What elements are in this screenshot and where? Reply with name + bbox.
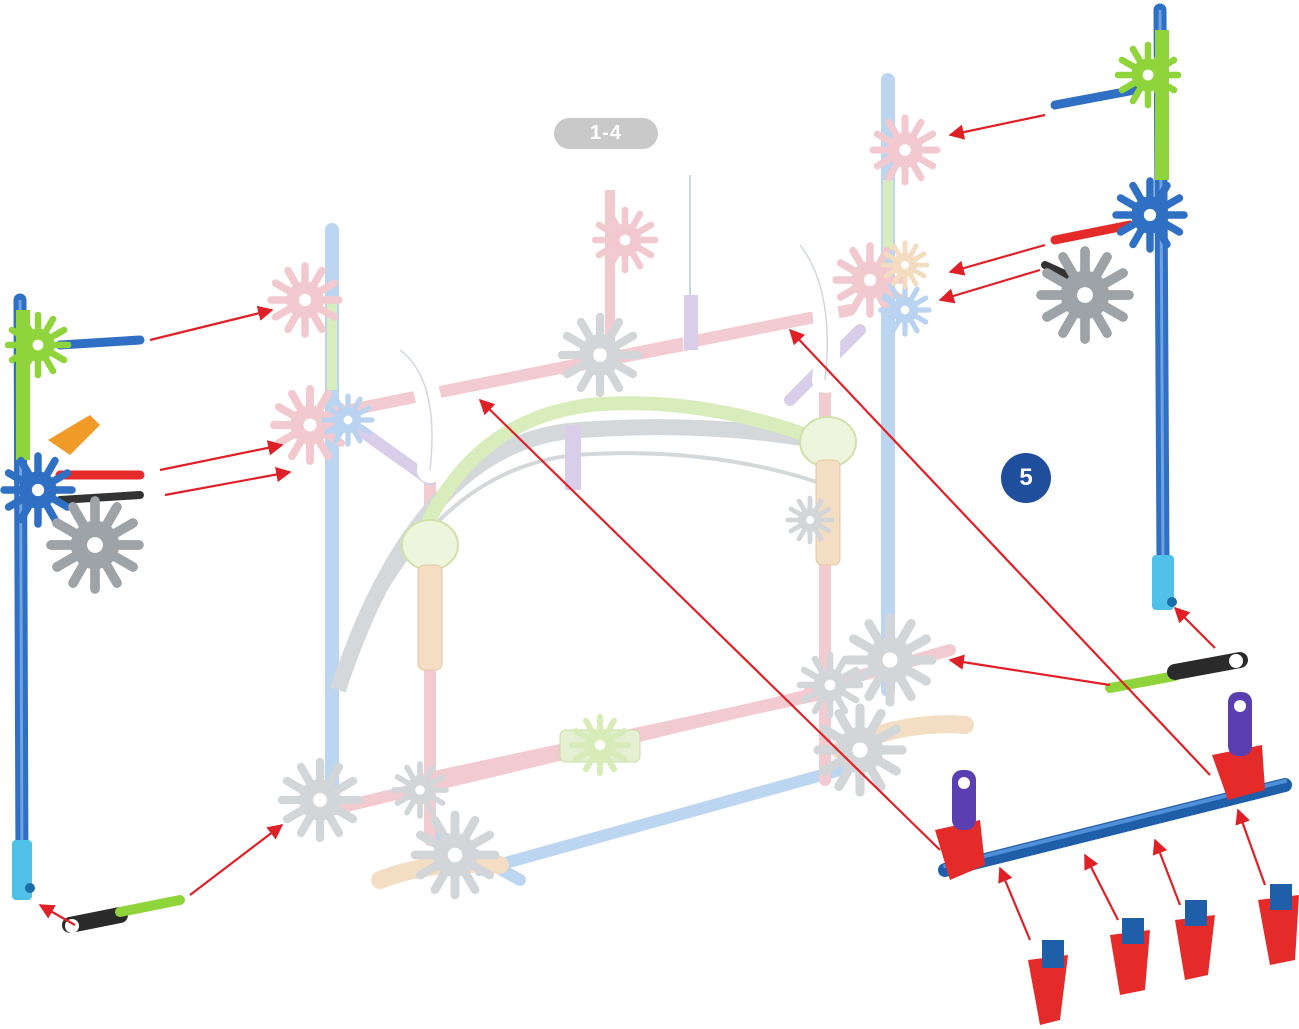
assembly-arrow bbox=[149, 305, 274, 342]
assembly-arrow bbox=[159, 440, 284, 472]
ghost-connector bbox=[591, 206, 659, 274]
assembly-arrow bbox=[1152, 838, 1182, 906]
ghost-connector bbox=[267, 262, 343, 338]
step-range-badge: 1-4 bbox=[554, 118, 658, 149]
assembly-arrow bbox=[164, 466, 292, 497]
ghost-connector bbox=[832, 242, 908, 318]
ghost-connector bbox=[796, 651, 864, 719]
ghost-connector bbox=[277, 757, 363, 843]
assembly-arrow bbox=[948, 243, 1046, 276]
ghost-connector bbox=[557, 312, 643, 398]
ghost-connector bbox=[843, 613, 937, 707]
connector bbox=[880, 240, 930, 290]
ghost-connector bbox=[270, 385, 350, 465]
assembly-arrow bbox=[938, 268, 1041, 304]
step-number-badge: 5 bbox=[1001, 453, 1051, 503]
assembly-arrow bbox=[948, 113, 1046, 140]
connector bbox=[1036, 246, 1134, 344]
new-connectors bbox=[0, 41, 1188, 594]
loose-pins bbox=[62, 652, 1248, 933]
ghost-connector bbox=[869, 114, 941, 186]
ghost-connector bbox=[391, 761, 449, 819]
assembly-arrow bbox=[1084, 853, 1119, 921]
left-side-new-parts bbox=[12, 293, 145, 900]
assembly-arrows bbox=[38, 113, 1267, 941]
connector bbox=[1114, 41, 1182, 109]
assembly-arrow bbox=[1235, 808, 1267, 886]
blue-rod-with-clips bbox=[935, 692, 1292, 880]
ghost-connector bbox=[785, 495, 835, 545]
ghost-connector bbox=[568, 713, 632, 777]
assembly-arrow bbox=[189, 824, 284, 896]
connector bbox=[1112, 177, 1188, 253]
loose-red-clips bbox=[1028, 884, 1299, 1025]
connector bbox=[0, 452, 76, 528]
assembly-arrow bbox=[38, 904, 76, 926]
assembly-arrow bbox=[788, 328, 1211, 776]
connector bbox=[46, 496, 144, 594]
assembly-arrow bbox=[478, 398, 941, 851]
assembly-arrow bbox=[998, 866, 1032, 941]
connector bbox=[4, 311, 72, 379]
ghost-connector bbox=[410, 810, 500, 900]
assembly-arrow bbox=[948, 654, 1111, 687]
assembly-arrow bbox=[1173, 606, 1216, 649]
ghost-connector bbox=[321, 393, 375, 447]
ghost-connector bbox=[878, 283, 932, 337]
